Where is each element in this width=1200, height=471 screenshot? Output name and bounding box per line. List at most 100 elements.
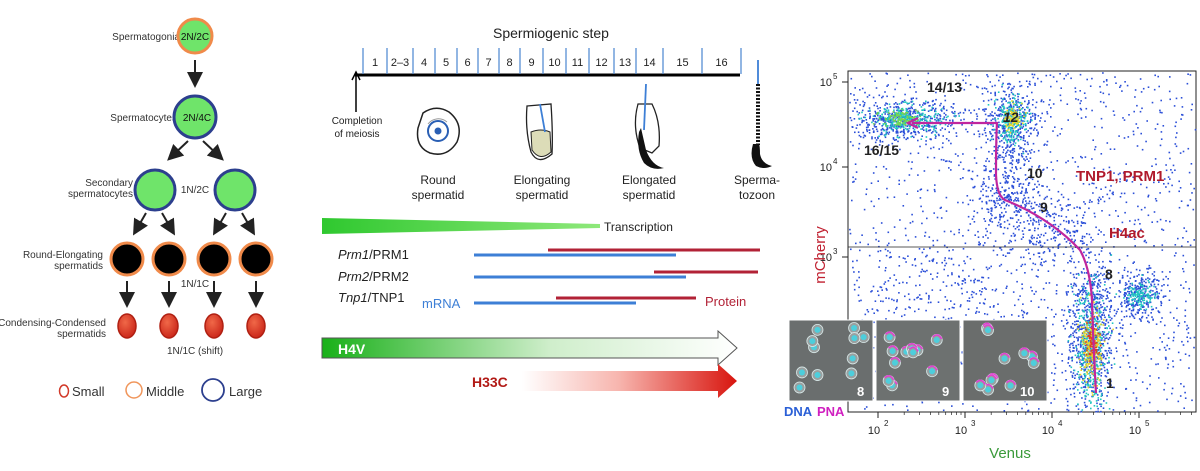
facs-dot	[1034, 263, 1037, 266]
facs-dot	[887, 231, 890, 234]
facs-dot	[1083, 377, 1086, 380]
facs-dot	[946, 160, 948, 162]
facs-dot	[954, 153, 957, 155]
facs-dot	[983, 110, 986, 112]
facs-dot	[911, 264, 914, 266]
facs-dot	[1098, 301, 1101, 303]
facs-dot	[1134, 300, 1136, 302]
condensed-spermatid-cell	[159, 313, 179, 339]
facs-dot	[1139, 288, 1141, 290]
facs-dot	[1112, 409, 1115, 411]
facs-dot	[996, 197, 998, 200]
facs-dot	[925, 255, 927, 258]
facs-dot	[1014, 304, 1016, 307]
facs-dot	[849, 141, 852, 143]
facs-dot	[1077, 295, 1079, 297]
facs-dot	[1098, 279, 1101, 281]
facs-dot	[1177, 400, 1180, 403]
facs-dot	[999, 213, 1001, 216]
facs-dot	[1092, 380, 1095, 383]
facs-dot	[936, 276, 938, 278]
facs-dot	[1019, 128, 1021, 130]
facs-dot	[998, 132, 1001, 134]
facs-dot	[1016, 123, 1018, 125]
facs-dot	[1087, 293, 1090, 296]
facs-dot	[858, 134, 861, 137]
facs-dot	[1155, 307, 1158, 309]
facs-dot	[1074, 377, 1076, 379]
facs-dot	[1082, 347, 1085, 350]
facs-dot	[1101, 294, 1103, 297]
facs-dot	[1019, 124, 1021, 127]
facs-dot	[1092, 386, 1094, 389]
facs-dot	[855, 171, 858, 173]
facs-dot	[1104, 266, 1106, 269]
facs-dot	[1100, 403, 1103, 405]
facs-dot	[1032, 129, 1035, 131]
facs-dot	[880, 286, 883, 289]
facs-dot	[1008, 82, 1010, 85]
facs-dot	[902, 120, 904, 123]
facs-dot	[1146, 296, 1149, 298]
facs-dot	[1082, 350, 1084, 353]
facs-dot	[1105, 241, 1107, 243]
facs-dot	[1015, 101, 1017, 104]
facs-dot	[1010, 120, 1013, 122]
facs-dot	[1094, 357, 1097, 360]
facs-dot	[1174, 169, 1176, 171]
facs-dot	[1137, 232, 1140, 234]
facs-dot	[881, 133, 883, 135]
facs-dot	[1079, 102, 1081, 105]
facs-dot	[928, 115, 930, 117]
facs-dot	[860, 299, 862, 302]
facs-dot	[1067, 285, 1069, 287]
facs-dot	[879, 107, 881, 109]
facs-dot	[892, 128, 894, 131]
facs-dot	[1033, 73, 1036, 76]
facs-dot	[1022, 123, 1025, 126]
facs-dot	[1127, 362, 1130, 364]
facs-dot	[1042, 287, 1045, 290]
facs-dot	[1102, 343, 1104, 345]
facs-dot	[1151, 308, 1153, 311]
facs-dot	[1083, 334, 1086, 337]
facs-dot	[996, 158, 999, 160]
facs-dot	[987, 237, 989, 239]
facs-dot	[852, 176, 854, 179]
facs-dot	[878, 117, 881, 120]
facs-dot	[873, 130, 875, 132]
facs-dot	[1107, 278, 1110, 281]
facs-dot	[1094, 348, 1096, 351]
facs-dot	[1023, 112, 1026, 115]
facs-dot	[1191, 103, 1193, 106]
facs-dot	[900, 113, 902, 115]
facs-dot	[903, 136, 905, 139]
facs-dot	[1112, 179, 1115, 182]
facs-dot	[897, 132, 899, 134]
facs-dot	[908, 107, 910, 110]
facs-dot	[1005, 155, 1007, 157]
facs-dot	[1190, 109, 1193, 111]
facs-dot	[1071, 257, 1073, 260]
facs-dot	[1080, 375, 1083, 378]
facs-dot	[1097, 352, 1099, 354]
facs-dot	[1105, 375, 1108, 378]
facs-dot	[1024, 100, 1026, 103]
facs-dot	[1065, 161, 1067, 164]
facs-dot	[1012, 156, 1014, 158]
facs-dot	[877, 180, 879, 182]
facs-dot	[1020, 115, 1022, 118]
facs-dot	[1145, 186, 1148, 189]
facs-dot	[1156, 291, 1158, 293]
facs-dot	[963, 118, 965, 121]
facs-dot	[991, 188, 994, 190]
facs-dot	[1128, 114, 1130, 116]
facs-dot	[926, 80, 928, 83]
facs-dot	[1079, 90, 1081, 92]
facs-dot	[1092, 312, 1095, 314]
facs-dot	[904, 257, 906, 260]
facs-dot	[1000, 97, 1003, 100]
facs-dot	[1039, 203, 1041, 205]
facs-dot	[1081, 235, 1084, 238]
facs-dot	[1070, 333, 1072, 336]
